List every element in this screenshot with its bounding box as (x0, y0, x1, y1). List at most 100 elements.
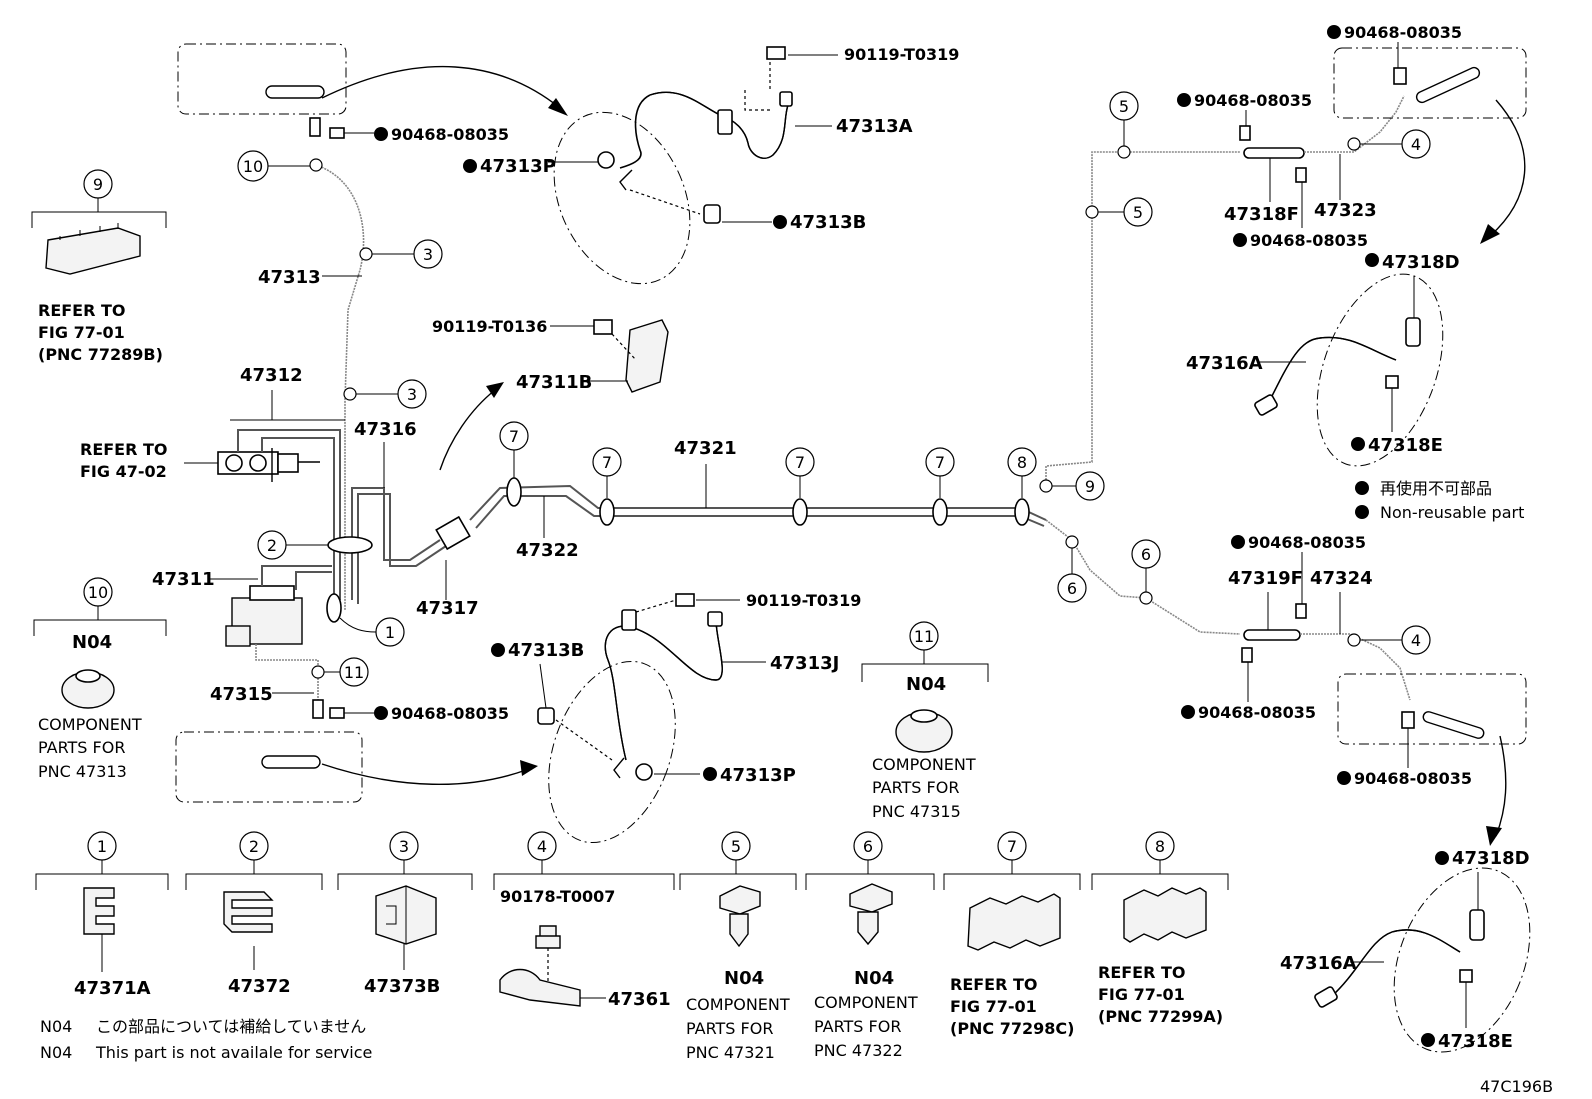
svg-text:10: 10 (243, 157, 263, 176)
callout-47315[interactable]: 47315 (210, 684, 273, 705)
svg-text:7: 7 (602, 453, 612, 472)
comp-6-line3: PNC 47322 (814, 1041, 903, 1060)
clip-5-head-icon (719, 885, 761, 915)
clip-90468-upper-icon (329, 127, 345, 139)
pipe-47323 (1304, 95, 1405, 153)
callout-90119-t0319[interactable]: 90119-T0319 (844, 45, 959, 64)
gasket-47313p-icon (597, 151, 615, 169)
callout-90468-08035-r4[interactable]: 90468-08035 (1198, 703, 1316, 722)
callout-47313a[interactable]: 47313A (836, 116, 913, 137)
arrow-upper-right (1489, 99, 1526, 237)
callout-47318d-upper[interactable]: 47318D (1382, 252, 1460, 273)
callout-90119-t0136[interactable]: 90119-T0136 (432, 317, 547, 336)
callout-90468-08035-r3[interactable]: 90468-08035 (1248, 533, 1366, 552)
callout-47313[interactable]: 47313 (258, 267, 321, 288)
bolt-90119-lower-icon (675, 593, 695, 607)
callout-47316[interactable]: 47316 (354, 419, 417, 440)
callout-90468-08035-r2[interactable]: 90468-08035 (1250, 231, 1368, 250)
callout-47313b-lower[interactable]: 47313B (508, 640, 584, 661)
svg-text:8: 8 (1155, 837, 1165, 856)
ref-num-6-lower (1057, 573, 1087, 603)
callout-47313b[interactable]: 47313B (790, 212, 866, 233)
hose-fitting-icon (779, 91, 793, 107)
refer-9-line1: REFER TO (38, 301, 126, 320)
refer-8-line1: REFER TO (1098, 963, 1186, 982)
clamp-7-d (932, 498, 948, 526)
callout-90468-08035-lower-left[interactable]: 90468-08035 (391, 704, 509, 723)
svg-text:3: 3 (407, 385, 417, 404)
joint-47319f-icon (1243, 629, 1301, 641)
hose-47313j-icon (604, 619, 723, 761)
callout-47373b[interactable]: 47373B (364, 976, 440, 997)
refer-8-line3: (PNC 77299A) (1098, 1007, 1223, 1026)
ref-num-4-lower (1401, 625, 1431, 655)
svg-text:9: 9 (1085, 477, 1095, 496)
pipe-47316-main-2 (357, 493, 447, 604)
ref-num-5-upper (1109, 91, 1139, 121)
bolt-47313b-lower-icon (537, 707, 555, 725)
clamp-7-b (599, 498, 615, 526)
inset-clip-icon (1393, 67, 1407, 85)
callout-47372[interactable]: 47372 (228, 976, 291, 997)
refer-7-line2: FIG 77-01 (950, 997, 1037, 1016)
callout-47311b[interactable]: 47311B (516, 372, 592, 393)
union-bolt-47318d-icon (1405, 317, 1421, 347)
pipe-47321 (469, 484, 1047, 521)
callout-47311[interactable]: 47311 (152, 569, 215, 590)
callout-47318d-lower[interactable]: 47318D (1452, 848, 1530, 869)
callout-47361[interactable]: 47361 (608, 989, 671, 1010)
ref-num-3-lower (397, 379, 427, 409)
svg-text:6: 6 (1067, 579, 1077, 598)
callout-90178-t0007[interactable]: 90178-T0007 (500, 887, 615, 906)
svg-text:10: 10 (88, 583, 108, 602)
ref-num-5-lower (1123, 197, 1153, 227)
svg-text:3: 3 (399, 837, 409, 856)
hose-end-bracket-icon (619, 169, 633, 191)
detail-oval-lower-right (1393, 867, 1531, 1053)
n04-10: N04 (72, 632, 112, 653)
callout-47318e-upper[interactable]: 47318E (1368, 435, 1443, 456)
clamp-47372-icon (223, 891, 274, 933)
ref-num-9-pipe (1075, 471, 1105, 501)
callout-47318e-lower[interactable]: 47318E (1438, 1031, 1513, 1052)
callout-90468-08035-r5[interactable]: 90468-08035 (1354, 769, 1472, 788)
inset-box-upper-left (177, 43, 347, 115)
svg-text:3: 3 (423, 245, 433, 264)
comp-10-line2: PARTS FOR (38, 738, 125, 757)
legend-jp: 再使用不可部品 (1380, 479, 1492, 498)
bolt-90119-t0136-icon (593, 319, 613, 335)
callout-47316a-lower[interactable]: 47316A (1280, 953, 1357, 974)
clamp-7-c (792, 498, 808, 526)
callout-47317[interactable]: 47317 (416, 598, 479, 619)
refer-4702-line2: FIG 47-02 (80, 462, 167, 481)
refer-9-line2: FIG 77-01 (38, 323, 125, 342)
callout-47313j[interactable]: 47313J (770, 653, 839, 674)
svg-text:11: 11 (344, 663, 364, 682)
hose-fitting-lower-j-icon (707, 611, 723, 627)
callout-47313p[interactable]: 47313P (480, 156, 556, 177)
callout-90468-08035-r0[interactable]: 90468-08035 (1344, 23, 1462, 42)
clip-6-stem-icon (857, 911, 879, 946)
refer-9-line3: (PNC 77289B) (38, 345, 163, 364)
callout-90468-08035-r1[interactable]: 90468-08035 (1194, 91, 1312, 110)
hose-47313a-icon (619, 94, 651, 169)
callout-47319f[interactable]: 47319F (1228, 568, 1303, 589)
callout-90119-t0319-lower[interactable]: 90119-T0319 (746, 591, 861, 610)
arrow-head-icon (548, 98, 568, 116)
svg-text:7: 7 (1007, 837, 1017, 856)
callout-47313p-lower[interactable]: 47313P (720, 765, 796, 786)
callout-47318f[interactable]: 47318F (1224, 204, 1299, 225)
callout-47323[interactable]: 47323 (1314, 200, 1377, 221)
callout-47324[interactable]: 47324 (1310, 568, 1373, 589)
ref-num-7-d (925, 447, 955, 477)
callout-47321[interactable]: 47321 (674, 438, 737, 459)
callout-90468-08035-upper-left[interactable]: 90468-08035 (391, 125, 509, 144)
callout-47322[interactable]: 47322 (516, 540, 579, 561)
callout-47316a-upper[interactable]: 47316A (1186, 353, 1263, 374)
svg-text:1: 1 (385, 623, 395, 642)
ref-num-8 (1007, 447, 1037, 477)
callout-47371a[interactable]: 47371A (74, 978, 151, 999)
comp-5-line1: COMPONENT (686, 995, 790, 1014)
callout-47312[interactable]: 47312 (240, 365, 303, 386)
comp-5-line3: PNC 47321 (686, 1043, 775, 1062)
